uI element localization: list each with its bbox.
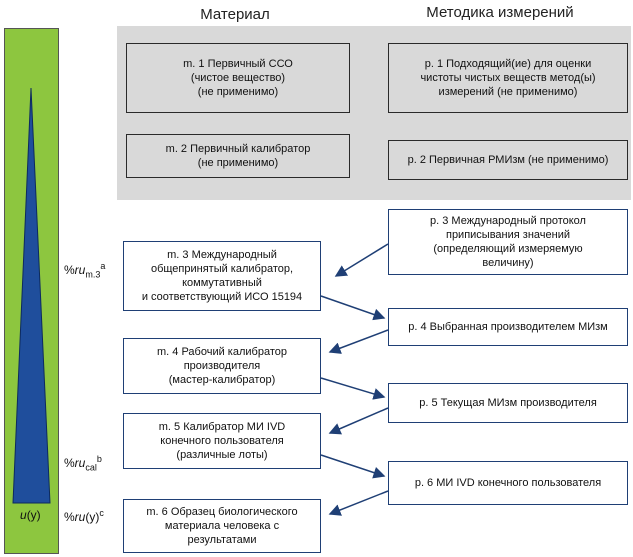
- box-m5-end-user-calibrator: m. 5 Калибратор МИ IVD конечного пользов…: [123, 413, 321, 469]
- arrow-m5-to-p6: [320, 454, 386, 479]
- box-p3-international-protocol: р. 3 Международный протокол приписывания…: [388, 209, 628, 275]
- arrow-p6-to-m6: [328, 490, 389, 516]
- arrow-m4-to-p5: [320, 377, 386, 400]
- uncertainty-label-y: %ru(y)c: [64, 508, 104, 524]
- box-p4-selected-method: р. 4 Выбранная производителем МИзм: [388, 308, 628, 346]
- material-column-header: Материал: [200, 6, 270, 23]
- box-p2-primary-method: р. 2 Первичная РМИзм (не применимо): [388, 140, 628, 180]
- arrow-p5-to-m5: [328, 407, 389, 435]
- method-column-header: Методика измерений: [426, 4, 574, 21]
- box-m2-primary-calibrator: m. 2 Первичный калибратор (не применимо): [126, 134, 350, 178]
- box-p1-purity-methods: р. 1 Подходящий(ие) для оценки чистоты ч…: [388, 43, 628, 113]
- box-m3-international-calibrator: m. 3 Международный общепринятый калибрат…: [123, 241, 321, 311]
- uncertainty-label-m3: %rum.3a: [64, 261, 106, 280]
- uncertainty-label-cal: %rucalb: [64, 454, 102, 473]
- box-m4-working-calibrator: m. 4 Рабочий калибратор производителя (м…: [123, 338, 321, 394]
- not-applicable-panel: m. 1 Первичный ССО (чистое вещество) (не…: [117, 26, 631, 200]
- box-p5-current-method: р. 5 Текущая МИзм производителя: [388, 383, 628, 423]
- arrow-m3-to-p4: [320, 295, 386, 321]
- box-m6-human-sample: m. 6 Образец биологического материала че…: [123, 499, 321, 553]
- box-p6-end-user-method: р. 6 МИ IVD конечного пользователя: [388, 461, 628, 505]
- bar-uncertainty-label: u(y): [20, 508, 41, 522]
- box-m1-primary-crm: m. 1 Первичный ССО (чистое вещество) (не…: [126, 43, 350, 113]
- arrow-p4-to-m4: [328, 329, 389, 354]
- arrow-p3-to-m3: [334, 243, 389, 277]
